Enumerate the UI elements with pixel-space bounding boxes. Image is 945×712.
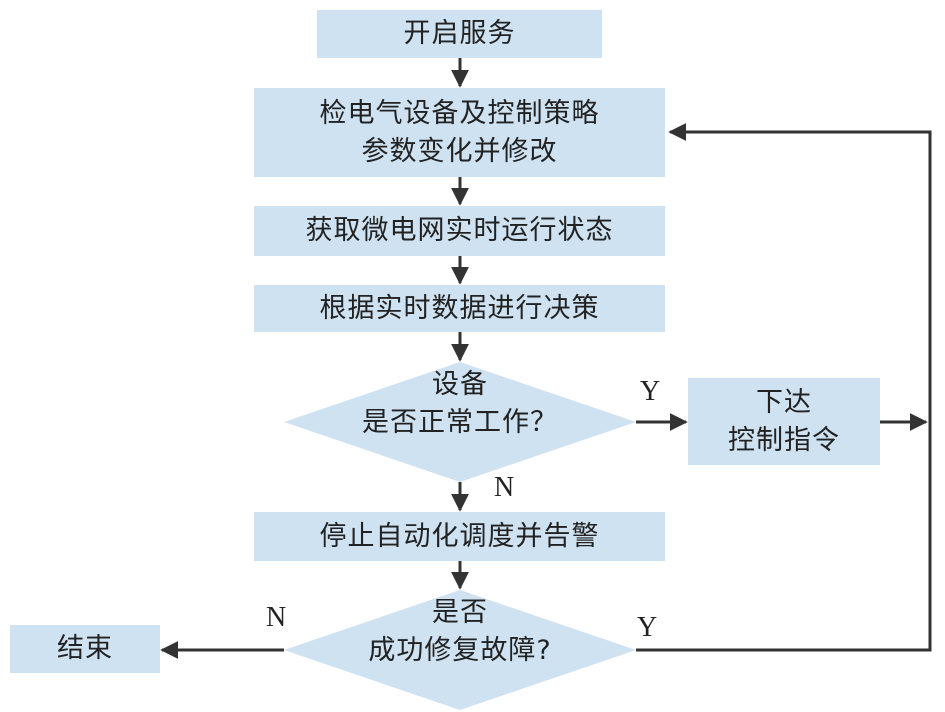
node-end-label: 结束 <box>57 633 113 664</box>
node-issue-cmd-line-2: 控制指令 <box>728 424 840 456</box>
node-get-status-label: 获取微电网实时运行状态 <box>305 215 614 246</box>
node-end: 结束 <box>10 625 160 673</box>
decision-device-ok: 设备 是否正常工作？ <box>300 366 620 442</box>
node-decide-label: 根据实时数据进行决策 <box>319 292 600 324</box>
edge-label-device-ok-no: N <box>494 472 515 503</box>
node-issue-cmd: 下达 控制指令 <box>688 378 880 465</box>
decision-repair-ok-line-1: 是否 <box>432 597 488 628</box>
node-stop-alarm: 停止自动化调度并告警 <box>254 512 665 561</box>
node-get-status: 获取微电网实时运行状态 <box>254 206 665 256</box>
edge-label-repair-ok-no: N <box>266 602 287 633</box>
node-decide: 根据实时数据进行决策 <box>254 285 665 332</box>
decision-repair-ok-shape <box>284 590 636 710</box>
edge-label-repair-ok-yes: Y <box>637 612 658 643</box>
node-start: 开启服务 <box>317 10 602 58</box>
node-check-params-line-2: 参数变化并修改 <box>361 135 558 167</box>
decision-device-ok-line-2: 是否正常工作？ <box>362 407 558 438</box>
node-start-label: 开启服务 <box>403 18 516 49</box>
decision-device-ok-shape <box>284 362 636 482</box>
node-check-params: 检电气设备及控制策略 参数变化并修改 <box>254 88 665 177</box>
decision-repair-ok: 是否 成功修复故障? <box>300 594 620 670</box>
edge-label-device-ok-yes: Y <box>640 376 661 407</box>
node-check-params-line-1: 检电气设备及控制策略 <box>319 97 600 129</box>
node-stop-alarm-label: 停止自动化调度并告警 <box>319 520 600 552</box>
decision-device-ok-line-1: 设备 <box>432 369 488 400</box>
decision-repair-ok-line-2: 成功修复故障? <box>368 635 552 666</box>
node-issue-cmd-line-1: 下达 <box>756 386 812 418</box>
feedback-loop-line <box>636 123 932 652</box>
